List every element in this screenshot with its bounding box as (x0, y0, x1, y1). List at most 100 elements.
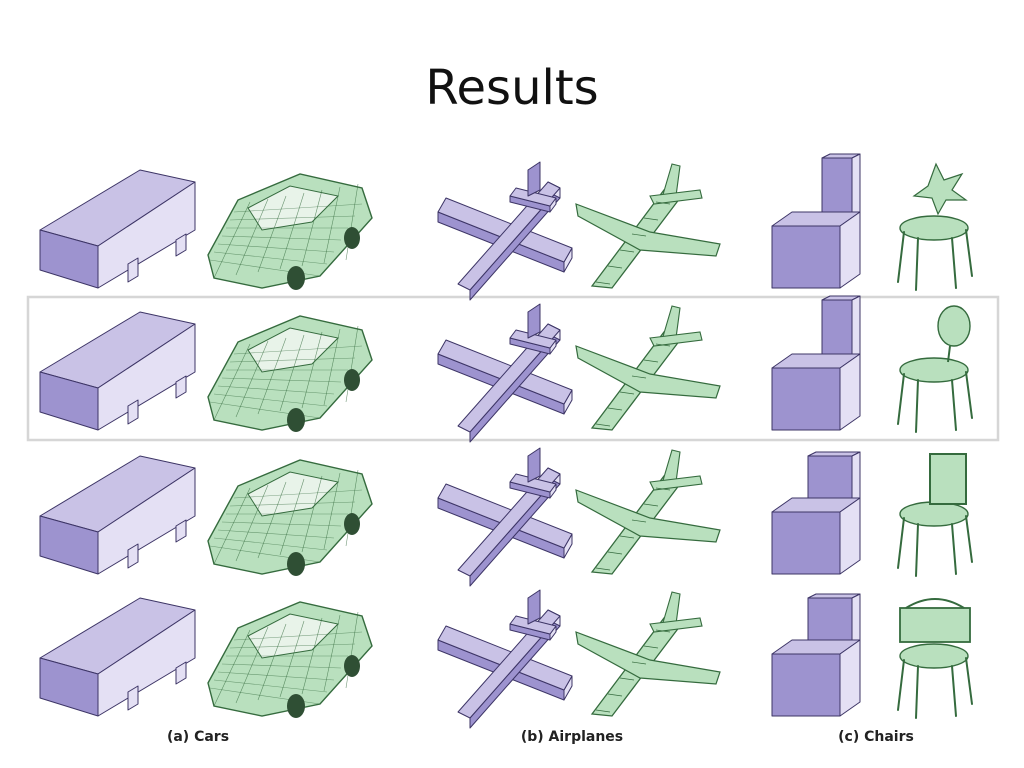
wheel-block (127, 685, 139, 711)
box-top-face (509, 187, 557, 207)
mesh-edge (631, 375, 647, 379)
chair-leg (897, 517, 905, 569)
airplane-mesh-model (575, 591, 721, 717)
chair-leg (951, 523, 957, 575)
mesh-edge (257, 623, 287, 701)
box-front-face (771, 367, 841, 431)
mesh-edge (213, 537, 328, 551)
wheel-block (175, 519, 187, 543)
fuselage-plank (457, 323, 561, 443)
chair-leg (915, 523, 919, 577)
chair-seat-box (771, 497, 861, 575)
car-mesh-model (207, 459, 373, 576)
box-side-face (851, 295, 861, 363)
mesh-edge (655, 487, 671, 491)
car-wheel (287, 552, 305, 576)
box-front-face (771, 225, 841, 289)
box-front-face (771, 653, 841, 717)
mesh-edge (233, 489, 363, 499)
chair-mesh-model (897, 453, 973, 577)
mesh-edge (607, 693, 623, 697)
car-mesh-model (207, 601, 373, 718)
caption-cars: (a) Cars (166, 729, 230, 745)
mesh-edge (221, 521, 342, 527)
mesh-edge (279, 192, 305, 270)
chair-seat (899, 501, 969, 527)
mesh-edge (279, 478, 305, 556)
fuselage-plank (457, 467, 561, 587)
chair-backrest (937, 305, 971, 347)
chair-leg (897, 659, 905, 711)
chair-leg (951, 665, 957, 717)
airplane-wing (575, 345, 721, 399)
mesh-edge (233, 203, 363, 213)
tail-plank (509, 187, 557, 213)
box-front-face (821, 157, 853, 221)
wheel-block (127, 399, 139, 425)
mesh-edge (607, 407, 623, 411)
car-wheel (344, 227, 360, 249)
mesh-edge (323, 614, 341, 692)
box-front-face (39, 657, 99, 717)
chair-backrest (899, 607, 971, 643)
wheel-block (127, 257, 139, 283)
chair-leg (897, 373, 905, 425)
mesh-edge (279, 334, 305, 412)
mesh-edge (213, 487, 251, 565)
chair-backrest (929, 453, 967, 505)
chair-back-box (807, 593, 861, 647)
box-front-face (807, 455, 853, 505)
mesh-edge (619, 535, 635, 539)
mesh-edge (631, 519, 647, 523)
mesh-edge (643, 503, 659, 507)
mesh-edge (213, 251, 328, 265)
result-row (39, 589, 973, 729)
car-wheel (287, 694, 305, 718)
mesh-edge (221, 377, 342, 383)
airplane-stabilizer (649, 617, 703, 633)
mesh-edge (257, 337, 287, 415)
mesh-edge (595, 423, 611, 427)
mesh-edge (217, 385, 335, 395)
chair-seat (899, 643, 969, 669)
mesh-edge (229, 501, 356, 507)
airplane-stabilizer (649, 475, 703, 491)
mesh-edge (229, 357, 356, 363)
car-wheel (287, 408, 305, 432)
slide-title: Results (425, 60, 599, 116)
car-wheel (344, 513, 360, 535)
mesh-edge (213, 343, 251, 421)
mesh-edge (213, 201, 251, 279)
fuselage-plank (457, 181, 561, 301)
chair-backrest (912, 162, 968, 216)
mesh-edge (221, 235, 342, 241)
box-side-face (839, 353, 861, 431)
car-mesh-model (207, 315, 373, 432)
box-side-face (839, 639, 861, 717)
chair-leg (965, 371, 973, 419)
box-front-face (771, 511, 841, 575)
mesh-edge (217, 243, 335, 253)
mesh-edge (279, 620, 305, 698)
chair-leg (965, 657, 973, 705)
mesh-edge (257, 195, 287, 273)
car-proxy-box (39, 311, 196, 431)
chair-back-box (807, 451, 861, 505)
box-front-face (39, 229, 99, 289)
result-row (39, 295, 973, 443)
airplane-wing (575, 489, 721, 543)
chair-back-post (947, 345, 951, 363)
tail-fin (527, 589, 541, 625)
box-top-face (509, 473, 557, 493)
wheel-block (175, 375, 187, 399)
wheel-block (175, 661, 187, 685)
box-top-face (509, 329, 557, 349)
mesh-edge (643, 645, 659, 649)
box-front-face (39, 515, 99, 575)
mesh-edge (233, 631, 363, 641)
chair-mesh-model (897, 598, 973, 719)
wheel-block (127, 543, 139, 569)
box-front-face (39, 371, 99, 431)
mesh-edge (655, 201, 671, 205)
